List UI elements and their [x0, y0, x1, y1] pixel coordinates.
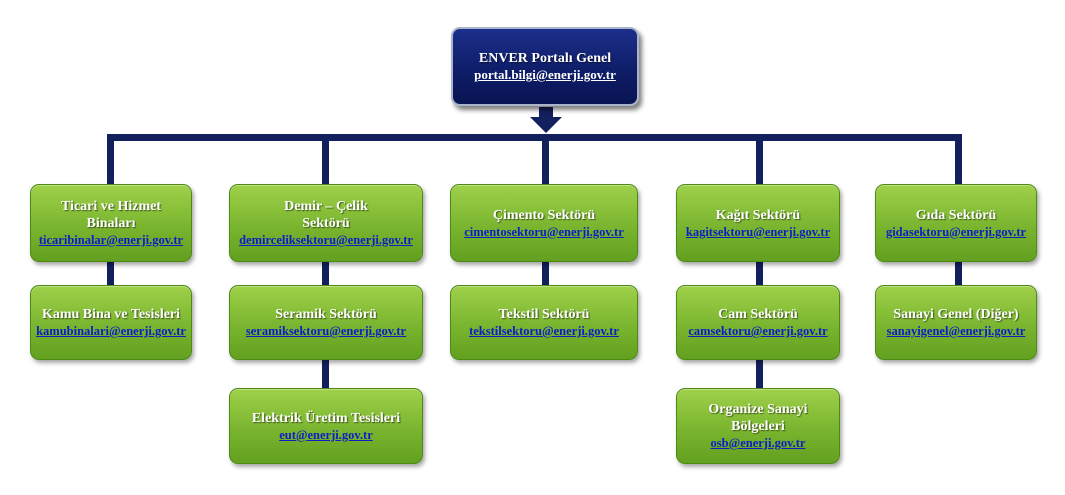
node-email-link[interactable]: kagitsektoru@enerji.gov.tr — [685, 224, 831, 239]
link-col1 — [107, 260, 114, 286]
connector-group — [107, 107, 962, 390]
root-title: ENVER Portalı Genel — [478, 51, 612, 66]
node-email-link[interactable]: camsektoru@enerji.gov.tr — [688, 324, 828, 338]
root-node: ENVER Portalı Genel portal.bilgi@enerji.… — [451, 27, 639, 106]
node-email-link[interactable]: kamubinalari@enerji.gov.tr — [36, 324, 186, 338]
node-sanayi-genel: Sanayi Genel (Diğer) sanayigenel@enerji.… — [875, 285, 1037, 360]
node-cam: Cam Sektörü camsektoru@enerji.gov.tr — [676, 285, 840, 360]
node-title: Ticari ve Hizmet Binaları — [60, 199, 162, 231]
node-demir-celik: Demir – Çelik Sektörü demirceliksektoru@… — [229, 184, 423, 262]
drop-col4 — [756, 134, 763, 186]
link-col4a — [756, 262, 763, 286]
down-arrow-icon — [530, 117, 562, 133]
node-tekstil: Tekstil Sektörü tekstilsektoru@enerji.go… — [450, 285, 638, 360]
node-email-link[interactable]: eut@enerji.gov.tr — [279, 427, 373, 442]
node-organize-sanayi: Organize Sanayi Bölgeleri osb@enerji.gov… — [676, 388, 840, 464]
node-title: Cam Sektörü — [718, 307, 798, 322]
node-email-link[interactable]: ticaribinalar@enerji.gov.tr — [38, 233, 184, 247]
node-title: Sanayi Genel (Diğer) — [893, 307, 1019, 322]
node-title: Gıda Sektörü — [915, 207, 997, 223]
link-col5 — [955, 262, 962, 286]
drop-col5 — [955, 134, 962, 186]
drop-col1 — [107, 134, 114, 186]
node-email-link[interactable]: gidasektoru@enerji.gov.tr — [885, 224, 1027, 239]
drop-col2 — [322, 134, 329, 186]
link-col2a — [322, 262, 329, 286]
root-email-link[interactable]: portal.bilgi@enerji.gov.tr — [474, 67, 616, 82]
link-col3 — [542, 262, 549, 286]
node-title: Çimento Sektörü — [492, 207, 596, 223]
node-email-link[interactable]: cimentosektoru@enerji.gov.tr — [464, 224, 624, 239]
link-col4b — [756, 360, 763, 390]
node-gida: Gıda Sektörü gidasektoru@enerji.gov.tr — [875, 184, 1037, 262]
node-email-link[interactable]: seramiksektoru@enerji.gov.tr — [245, 324, 407, 338]
node-elektrik-uretim: Elektrik Üretim Tesisleri eut@enerji.gov… — [229, 388, 423, 464]
node-email-link[interactable]: tekstilsektoru@enerji.gov.tr — [469, 324, 619, 338]
node-kamu-bina: Kamu Bina ve Tesisleri kamubinalari@ener… — [30, 285, 192, 360]
node-seramik: Seramik Sektörü seramiksektoru@enerji.go… — [229, 285, 423, 360]
node-email-link[interactable]: osb@enerji.gov.tr — [710, 436, 806, 450]
node-email-link[interactable]: sanayigenel@enerji.gov.tr — [886, 324, 1026, 338]
node-title: Tekstil Sektörü — [498, 307, 590, 322]
node-title: Kamu Bina ve Tesisleri — [41, 307, 181, 322]
horizontal-bus-line — [107, 134, 962, 141]
node-email-link[interactable]: demirceliksektoru@enerji.gov.tr — [239, 233, 413, 247]
node-title: Seramik Sektörü — [275, 307, 377, 322]
link-col2b — [322, 360, 329, 390]
node-title: Elektrik Üretim Tesisleri — [251, 410, 401, 426]
node-title: Organize Sanayi Bölgeleri — [708, 402, 808, 434]
root-stem — [539, 107, 553, 117]
node-cimento: Çimento Sektörü cimentosektoru@enerji.go… — [450, 184, 638, 262]
drop-col3 — [542, 134, 549, 186]
node-title: Demir – Çelik Sektörü — [284, 199, 368, 231]
node-title: Kağıt Sektörü — [715, 207, 801, 223]
node-ticari-binalar: Ticari ve Hizmet Binaları ticaribinalar@… — [30, 184, 192, 262]
node-kagit: Kağıt Sektörü kagitsektoru@enerji.gov.tr — [676, 184, 840, 262]
